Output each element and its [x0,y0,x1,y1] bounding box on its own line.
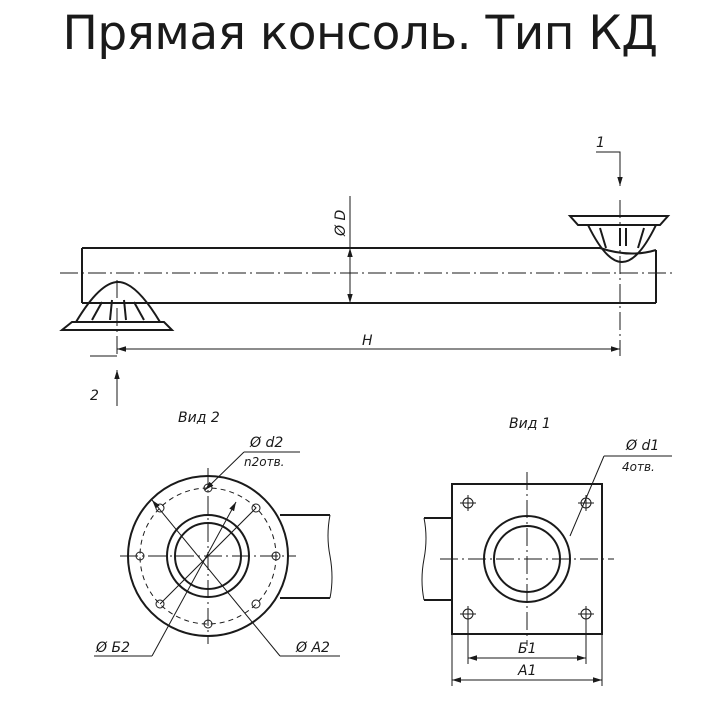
dim-B2-leader [151,501,237,657]
dim-A2-line [151,499,281,657]
dim-D-label: Ø D [333,210,349,237]
dim-H-label: H [362,333,373,349]
view-1-tube [421,517,452,601]
dia-A2-label: Ø A2 [295,640,330,656]
view-2-tube [280,514,333,599]
side-view: Ø D H 1 2 [59,135,676,406]
view-2-caption: Вид 2 [178,410,220,426]
view-1: Вид 1 Ø d1 4отв. [421,416,672,686]
view-arrow-2: 2 [90,355,120,406]
dia-B2-label: Ø Б2 [95,640,130,656]
hole-d2-label: Ø d2 [249,435,283,451]
left-flange [59,280,175,331]
view-1-caption: Вид 1 [509,416,551,432]
hole-d1-leader [569,455,605,537]
view-2: Вид 2 Ø d2 n2отв. [94,410,340,657]
hole-d1-count: 4отв. [622,460,655,474]
right-flange [567,215,671,264]
hole-d2-count: n2отв. [244,455,284,469]
view-arrow-1: 1 [596,135,623,186]
svg-text:1: 1 [596,135,605,151]
dim-B1-label: Б1 [518,641,537,657]
page-title: Прямая консоль. Тип КД [62,6,658,61]
hole-d2-leader [204,451,245,491]
dim-A1-label: A1 [517,663,536,679]
svg-text:2: 2 [90,388,99,404]
hole-d1-label: Ø d1 [625,438,659,454]
dim-B2-line [159,507,257,605]
tube [81,247,657,304]
